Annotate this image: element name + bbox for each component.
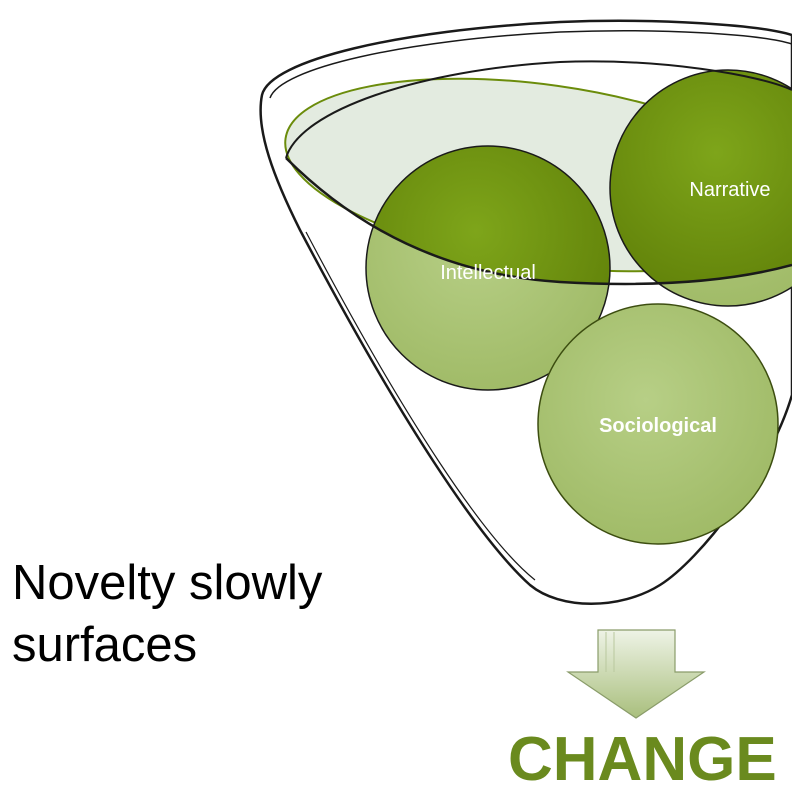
funnel-body-left-inner bbox=[305, 231, 536, 581]
side-caption: Novelty slowly surfaces bbox=[12, 552, 322, 676]
sociological-label: Sociological bbox=[599, 415, 717, 437]
side-caption-line1: Novelty slowly bbox=[12, 556, 323, 610]
funnel-rim-front-edge bbox=[285, 157, 792, 286]
change-label: CHANGE bbox=[508, 725, 777, 794]
sociological-circle bbox=[537, 303, 779, 545]
side-caption-line2: surfaces bbox=[12, 618, 198, 672]
funnel-body-inner-line bbox=[269, 30, 792, 99]
narrative-circle-upper bbox=[609, 69, 792, 284]
narrative-label: Narrative bbox=[689, 179, 770, 201]
down-arrow-icon bbox=[566, 629, 706, 719]
intellectual-label: Intellectual bbox=[440, 262, 536, 284]
funnel-rim-top-edge bbox=[285, 60, 792, 159]
